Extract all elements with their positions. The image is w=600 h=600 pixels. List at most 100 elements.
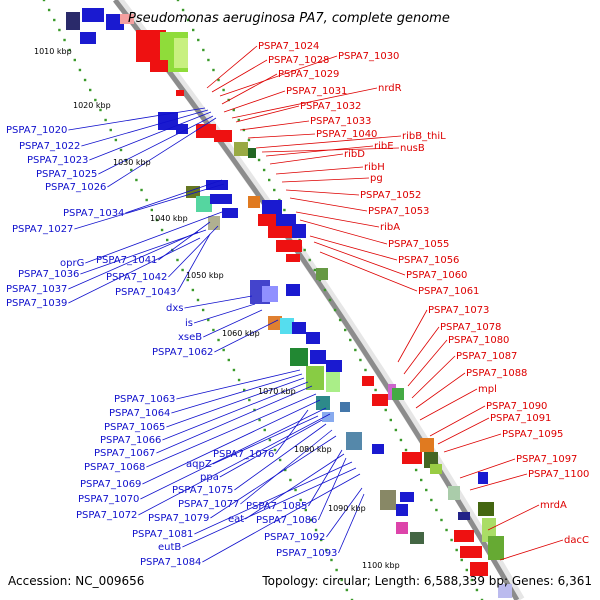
- tick-dot: [78, 68, 82, 72]
- gene-feature: [248, 196, 260, 208]
- kbp-tick-label: 1010 kbp: [34, 47, 72, 56]
- feature-track: [66, 8, 512, 598]
- connector-line-right: [247, 133, 316, 139]
- gene-feature: [262, 286, 278, 302]
- gene-feature: [280, 318, 294, 334]
- gene-label-right: ribD: [344, 149, 365, 160]
- gene-label-left: dxs: [166, 303, 183, 314]
- gene-feature: [258, 214, 276, 226]
- tick-dot: [465, 568, 468, 572]
- tick-dot: [359, 358, 362, 362]
- gene-feature: [326, 372, 340, 392]
- tick-dot: [155, 218, 159, 222]
- connector-line-right: [285, 189, 360, 196]
- tick-dot: [460, 558, 463, 562]
- connector-line-right: [219, 55, 338, 97]
- connector-line-right: [407, 339, 448, 387]
- connector-line-left: [89, 111, 212, 161]
- gene-feature: [82, 8, 104, 22]
- connector-line-left: [156, 385, 313, 454]
- gene-feature: [340, 402, 350, 412]
- connector-line-right: [429, 405, 486, 437]
- gene-label-left: PSPA7_1037: [6, 284, 67, 295]
- gene-label-left: PSPA7_1069: [80, 479, 141, 490]
- gene-label-right: ribE: [374, 141, 394, 152]
- tick-dot: [303, 248, 306, 252]
- tick-dot: [414, 468, 418, 472]
- gene-label-left: PSPA7_1093: [276, 548, 337, 559]
- gene-label-left: PSPA7_1072: [76, 510, 137, 521]
- tick-dot: [222, 348, 225, 352]
- connector-line-right: [299, 219, 388, 245]
- map-title: Pseudomonas aeruginosa PA7, complete gen…: [128, 11, 450, 26]
- gene-feature: [460, 546, 482, 558]
- gene-label-left: PSPA7_1068: [84, 462, 145, 473]
- gene-label-right: PSPA7_1029: [278, 69, 339, 80]
- connector-line-left: [68, 107, 206, 131]
- gene-label-right: PSPA7_1090: [486, 401, 547, 412]
- gene-feature: [66, 12, 80, 30]
- tick-dot: [47, 8, 51, 12]
- tick-dot: [227, 358, 230, 362]
- gene-label-left: PSPA7_1043: [115, 287, 176, 298]
- tick-dot: [197, 38, 200, 42]
- connector-line-left: [210, 435, 337, 519]
- gene-label-left: PSPA7_1077: [178, 499, 239, 510]
- connector-line-left: [68, 237, 201, 304]
- gene-feature: [498, 584, 512, 598]
- connector-line-left: [318, 457, 347, 521]
- gene-label-right: ribH: [364, 162, 385, 173]
- tick-dot: [196, 298, 200, 302]
- tick-dot: [181, 268, 184, 272]
- connector-line-right: [275, 166, 364, 175]
- gene-feature: [214, 130, 232, 142]
- gene-label-left: PSPA7_1085: [246, 501, 307, 512]
- connector-line-right: [443, 433, 502, 453]
- connector-line-right: [487, 504, 540, 531]
- connector-line-left: [168, 225, 219, 278]
- gene-feature: [150, 60, 168, 72]
- tick-dot: [186, 278, 189, 282]
- tick-dot: [338, 318, 342, 322]
- gene-label-left: PSPA7_1036: [18, 269, 79, 280]
- gene-label-left: PSPA7_1063: [114, 394, 175, 405]
- tick-dot: [232, 368, 236, 372]
- gene-label-left: PSPA7_1039: [6, 298, 67, 309]
- tick-dot: [68, 48, 71, 52]
- tick-dot: [89, 88, 92, 92]
- tick-dot: [278, 458, 282, 462]
- kbp-tick-label: 1060 kbp: [222, 329, 260, 338]
- gene-feature: [410, 532, 424, 544]
- connector-line-left: [234, 423, 327, 491]
- gene-label-left: PSPA7_1067: [94, 448, 155, 459]
- gene-feature: [206, 180, 228, 190]
- tick-dot: [212, 68, 215, 72]
- gene-label-right: PSPA7_1060: [406, 270, 467, 281]
- gene-label-left: xseB: [178, 332, 202, 343]
- tick-dot: [222, 88, 225, 92]
- gene-label-left: PSPA7_1075: [172, 485, 233, 496]
- gene-feature: [316, 268, 328, 280]
- gene-feature: [120, 14, 134, 24]
- tick-dot: [248, 398, 251, 402]
- tick-dot: [445, 528, 448, 532]
- gene-label-right: PSPA7_1091: [490, 413, 551, 424]
- tick-dot: [58, 28, 61, 32]
- connector-line-left: [74, 183, 225, 230]
- gene-feature: [306, 366, 324, 390]
- gene-label-left: PSPA7_1020: [6, 125, 67, 136]
- tick-dot: [470, 578, 474, 582]
- tick-dot: [73, 58, 76, 62]
- gene-feature: [286, 254, 300, 262]
- gene-feature: [306, 332, 320, 344]
- connector-line-left: [214, 319, 279, 353]
- connector-line-left: [166, 377, 305, 428]
- tick-dot: [253, 408, 256, 412]
- tick-dot: [283, 208, 286, 212]
- gene-feature: [346, 432, 362, 450]
- tick-dot: [257, 158, 261, 162]
- tick-dot: [340, 578, 343, 582]
- gene-label-left: eutB: [158, 542, 181, 553]
- tick-dot: [263, 428, 266, 432]
